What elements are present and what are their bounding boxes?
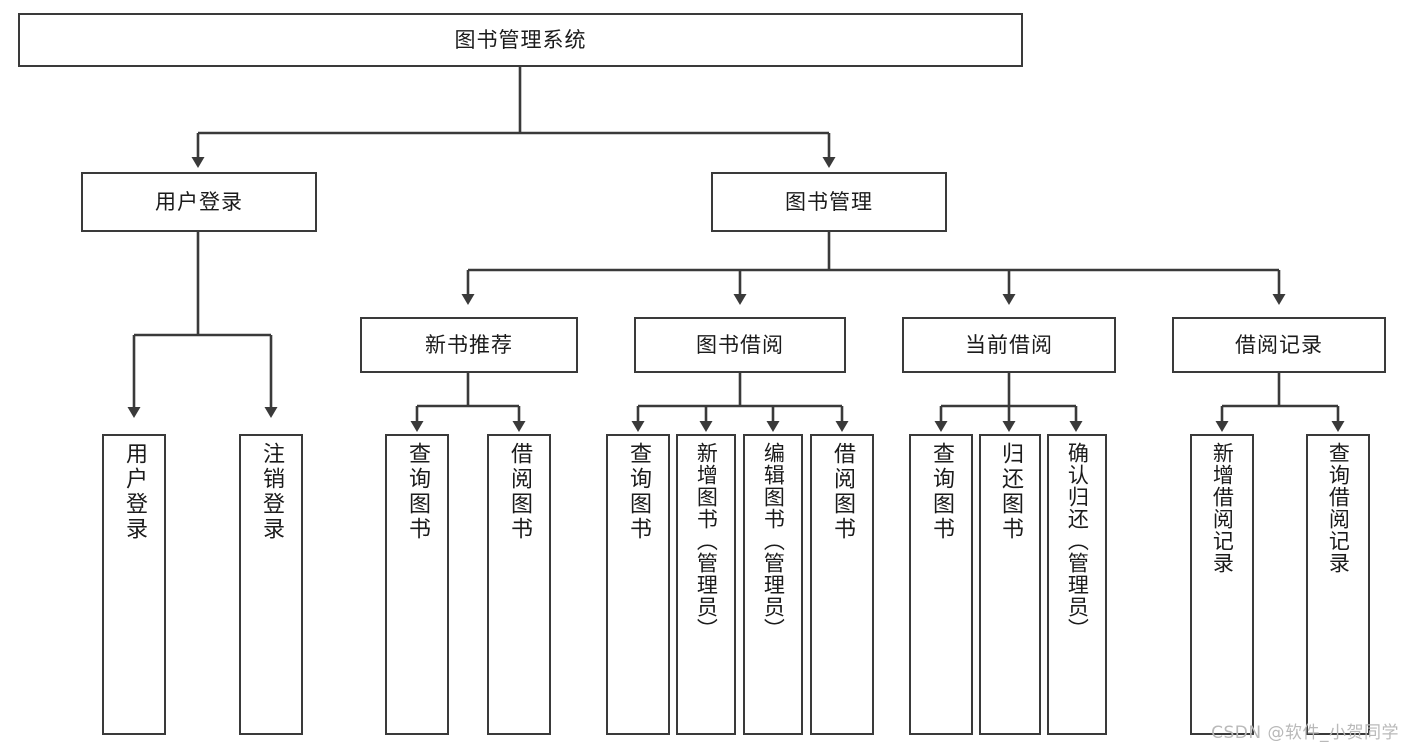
node-new-book-recommend[interactable]: 新书推荐 [360,317,578,373]
node-label: 图书借阅 [696,332,784,357]
node-user-login[interactable]: 用户登录 [81,172,317,232]
node-label: 新增借阅记录 [1210,442,1235,574]
node-label: 注销登录 [258,442,284,542]
leaf-record-add-record[interactable]: 新增借阅记录 [1190,434,1254,735]
leaf-new-book-query[interactable]: 查询图书 [385,434,449,735]
leaf-user-login-logout[interactable]: 注销登录 [239,434,303,735]
node-current-borrow[interactable]: 当前借阅 [902,317,1116,373]
node-label: 新书推荐 [425,332,513,357]
leaf-current-return-book[interactable]: 归还图书 [979,434,1041,735]
node-book-borrow[interactable]: 图书借阅 [634,317,846,373]
node-label: 编辑图书（管理员） [761,442,786,640]
node-label: 查询借阅记录 [1326,442,1351,574]
node-label: 新增图书（管理员） [694,442,719,640]
node-label: 当前借阅 [965,332,1053,357]
node-label: 借阅图书 [829,442,855,542]
leaf-borrow-edit-book-admin[interactable]: 编辑图书（管理员） [743,434,803,735]
node-label: 确认归还（管理员） [1065,442,1090,640]
node-root-system[interactable]: 图书管理系统 [18,13,1023,67]
leaf-current-query-book[interactable]: 查询图书 [909,434,973,735]
node-borrow-record[interactable]: 借阅记录 [1172,317,1386,373]
node-label: 归还图书 [997,442,1023,542]
node-label: 查询图书 [928,442,954,542]
leaf-user-login-login[interactable]: 用户登录 [102,434,166,735]
node-label: 查询图书 [404,442,430,542]
node-label: 借阅记录 [1235,332,1323,357]
leaf-record-query-record[interactable]: 查询借阅记录 [1306,434,1370,735]
node-label: 图书管理 [785,189,873,214]
leaf-current-confirm-return-admin[interactable]: 确认归还（管理员） [1047,434,1107,735]
csdn-watermark: CSDN @软件_小贺同学 [1211,723,1399,743]
leaf-borrow-add-book-admin[interactable]: 新增图书（管理员） [676,434,736,735]
leaf-borrow-borrow-book[interactable]: 借阅图书 [810,434,874,735]
node-book-management[interactable]: 图书管理 [711,172,947,232]
leaf-borrow-query-book[interactable]: 查询图书 [606,434,670,735]
node-label: 图书管理系统 [454,27,587,52]
node-label: 用户登录 [155,189,243,214]
node-label: 用户登录 [121,442,147,542]
node-label: 查询图书 [625,442,651,542]
node-label: 借阅图书 [506,442,532,542]
leaf-new-book-borrow[interactable]: 借阅图书 [487,434,551,735]
